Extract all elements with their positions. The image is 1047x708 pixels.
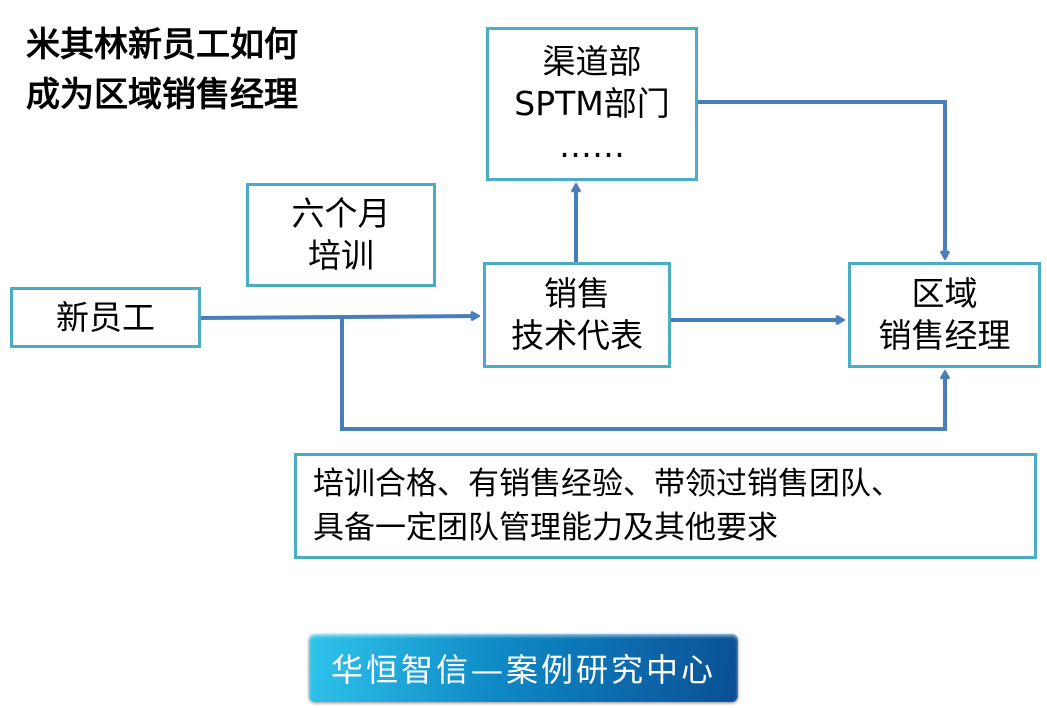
- node-label: 培训: [308, 236, 374, 275]
- title-line: 米其林新员工如何: [26, 25, 298, 65]
- requirements-text: 具备一定团队管理能力及其他要求: [313, 510, 778, 546]
- node-label: 新员工: [56, 297, 155, 337]
- logo-banner: 华恒智信—案例研究中心: [309, 634, 738, 702]
- node-label: SPTM部门: [514, 84, 670, 123]
- node-label: 六个月: [291, 194, 391, 233]
- title-line: 成为区域销售经理: [26, 75, 298, 115]
- node-label: ……: [559, 126, 625, 165]
- arrow-new-to-rep: [199, 316, 478, 318]
- node-label: 销售: [544, 274, 610, 313]
- node-label: 渠道部: [542, 42, 642, 81]
- node-label: 销售经理: [878, 316, 1011, 355]
- node-sales-rep: 销售 技术代表: [483, 262, 671, 368]
- arrow-channel-to-manager: [698, 100, 945, 258]
- arrow-new-to-manager: [340, 318, 945, 431]
- requirements-box: 培训合格、有销售经验、带领过销售团队、 具备一定团队管理能力及其他要求: [294, 453, 1037, 559]
- node-channel-dept: 渠道部 SPTM部门 ……: [486, 27, 698, 181]
- requirements-text: 培训合格、有销售经验、带领过销售团队、: [313, 466, 902, 502]
- page-title: 米其林新员工如何 成为区域销售经理: [26, 20, 298, 120]
- node-label: 区域: [911, 274, 978, 313]
- node-label: 技术代表: [511, 316, 643, 355]
- node-training: 六个月 培训: [246, 183, 436, 287]
- logo-text: 华恒智信—案例研究中心: [330, 651, 716, 689]
- node-new-employee: 新员工: [10, 287, 201, 348]
- node-regional-manager: 区域 销售经理: [848, 262, 1041, 368]
